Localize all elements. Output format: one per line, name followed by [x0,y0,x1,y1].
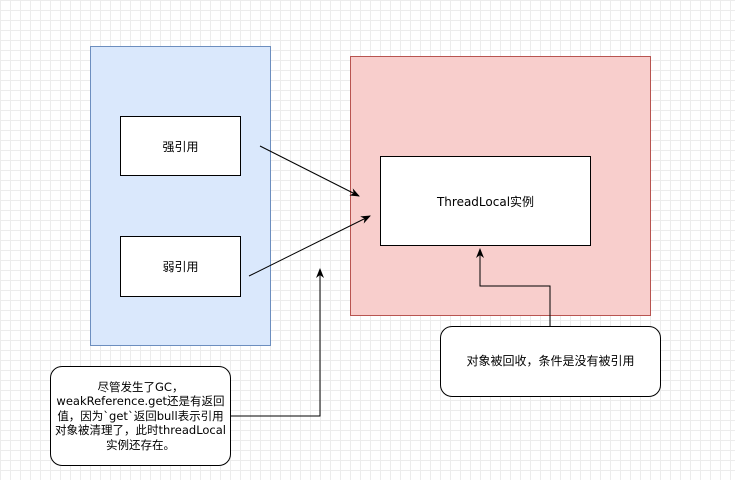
collect-condition-arrow[interactable] [476,248,551,326]
weak-reference-box[interactable]: 弱引用 [120,236,241,297]
threadlocal-instance-label: ThreadLocal实例 [436,194,535,209]
weak-reference-label: 弱引用 [162,260,199,274]
weak-ref-arrow[interactable] [248,215,371,277]
gc-note-label: 尽管发生了GC，weakReference.get还是有返回值，因为`get`返… [55,380,226,452]
collect-condition-label: 对象被回收，条件是没有被引用 [466,354,635,368]
threadlocal-instance-box[interactable]: ThreadLocal实例 [380,156,591,246]
gc-note-callout[interactable]: 尽管发生了GC，weakReference.get还是有返回值，因为`get`返… [50,366,231,466]
strong-ref-arrow[interactable] [259,145,360,197]
gc-note-arrow[interactable] [231,268,324,417]
strong-reference-label: 强引用 [162,139,199,154]
strong-reference-box[interactable]: 强引用 [120,116,241,176]
collect-condition-callout[interactable]: 对象被回收，条件是没有被引用 [440,326,661,397]
